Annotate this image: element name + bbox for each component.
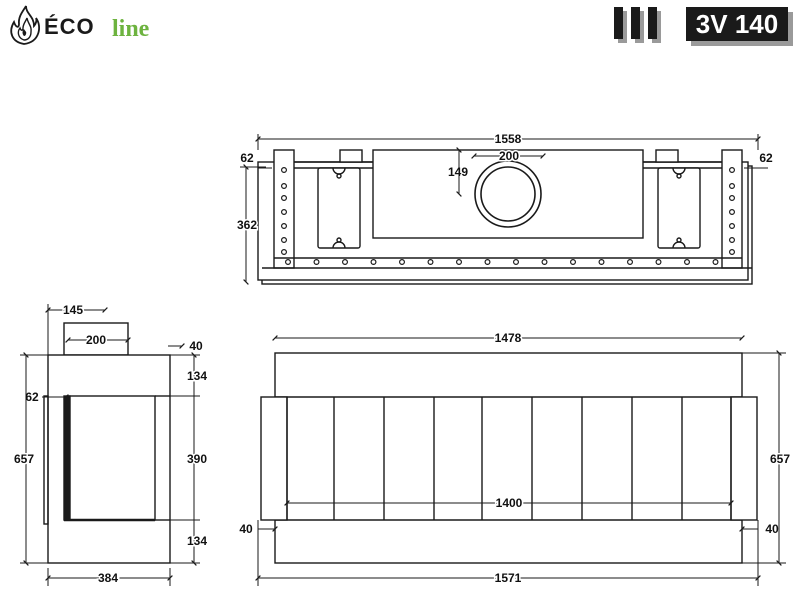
front-view-dimensions — [255, 335, 786, 586]
top-view-flue-box — [372, 149, 644, 239]
version-bars-icon — [614, 7, 661, 43]
mounting-hole — [281, 183, 288, 190]
dim-front-bottom-width: 1571 — [495, 571, 522, 585]
mounting-hole — [655, 259, 662, 266]
mounting-hole — [626, 259, 633, 266]
side-view — [43, 322, 171, 564]
mounting-hole — [728, 223, 735, 230]
side-view-dimensions — [20, 304, 200, 586]
version-bar — [631, 7, 640, 39]
version-bar — [614, 7, 623, 39]
mounting-hole — [281, 249, 288, 256]
front-view-right-glass — [730, 396, 758, 521]
top-view-left-plate — [317, 167, 361, 249]
dim-side-glass-height: 390 — [187, 452, 207, 466]
top-view-flue-inner — [480, 166, 536, 222]
logo-text-eco: ÉCO — [44, 14, 95, 39]
dim-top-right-margin: 62 — [759, 151, 773, 165]
front-view — [260, 352, 758, 564]
front-view-panels — [286, 397, 732, 520]
mounting-hole — [281, 209, 288, 216]
mounting-hole — [728, 209, 735, 216]
mounting-hole — [281, 237, 288, 244]
mounting-hole — [285, 259, 292, 266]
dim-side-offset: 62 — [25, 390, 39, 404]
side-view-glass-frame — [66, 395, 156, 521]
mounting-hole — [370, 259, 377, 266]
eco-line-logo: ÉCO line — [4, 4, 174, 46]
dim-side-depth: 384 — [98, 571, 118, 585]
mounting-hole — [427, 259, 434, 266]
dim-front-glass-width: 1400 — [496, 496, 523, 510]
mounting-hole — [569, 259, 576, 266]
dim-side-flue-outer: 145 — [63, 303, 83, 317]
dim-front-left-offset: 40 — [239, 522, 253, 536]
model-label: 3V 140 — [695, 9, 779, 39]
dim-top-width: 1558 — [495, 132, 522, 146]
dim-front-total-height: 657 — [770, 452, 790, 466]
dim-front-top-width: 1478 — [495, 331, 522, 345]
mounting-hole — [712, 259, 719, 266]
dim-flue-diameter: 200 — [499, 149, 519, 163]
mounting-hole — [728, 249, 735, 256]
flame-icon — [10, 5, 40, 45]
logo-text-line: line — [112, 16, 150, 42]
front-view-body — [274, 352, 743, 564]
mounting-hole — [541, 259, 548, 266]
mounting-hole — [598, 259, 605, 266]
dim-side-flue-inner: 200 — [86, 333, 106, 347]
front-view-left-glass — [260, 396, 288, 521]
mounting-hole — [728, 183, 735, 190]
top-view-flue-outer — [474, 160, 542, 228]
mounting-hole — [728, 167, 735, 174]
top-view — [257, 149, 753, 285]
dim-side-bottom-section: 134 — [187, 534, 207, 548]
mounting-hole — [281, 223, 288, 230]
top-view-connector-right — [655, 149, 679, 163]
dim-side-total-height: 657 — [14, 452, 34, 466]
mounting-hole — [512, 259, 519, 266]
dim-side-flue-setback: 40 — [189, 339, 203, 353]
dim-top-left-margin: 62 — [240, 151, 254, 165]
version-bar — [648, 7, 657, 39]
top-view-connector-left — [339, 149, 363, 163]
mounting-hole — [281, 195, 288, 202]
dim-flue-offset: 149 — [448, 165, 468, 179]
mounting-hole — [728, 195, 735, 202]
mounting-hole — [683, 259, 690, 266]
dim-side-top-section: 134 — [187, 369, 207, 383]
top-view-dimensions — [240, 134, 768, 285]
mounting-hole — [342, 259, 349, 266]
top-view-holes — [281, 167, 735, 266]
mounting-hole — [484, 259, 491, 266]
model-badge: 3V 140 — [686, 7, 788, 41]
mounting-hole — [399, 259, 406, 266]
dim-top-depth: 362 — [237, 218, 257, 232]
mounting-hole — [281, 167, 288, 174]
mounting-hole — [456, 259, 463, 266]
dim-front-right-offset: 40 — [765, 522, 779, 536]
mounting-hole — [728, 237, 735, 244]
top-view-right-plate — [657, 167, 701, 249]
mounting-hole — [313, 259, 320, 266]
